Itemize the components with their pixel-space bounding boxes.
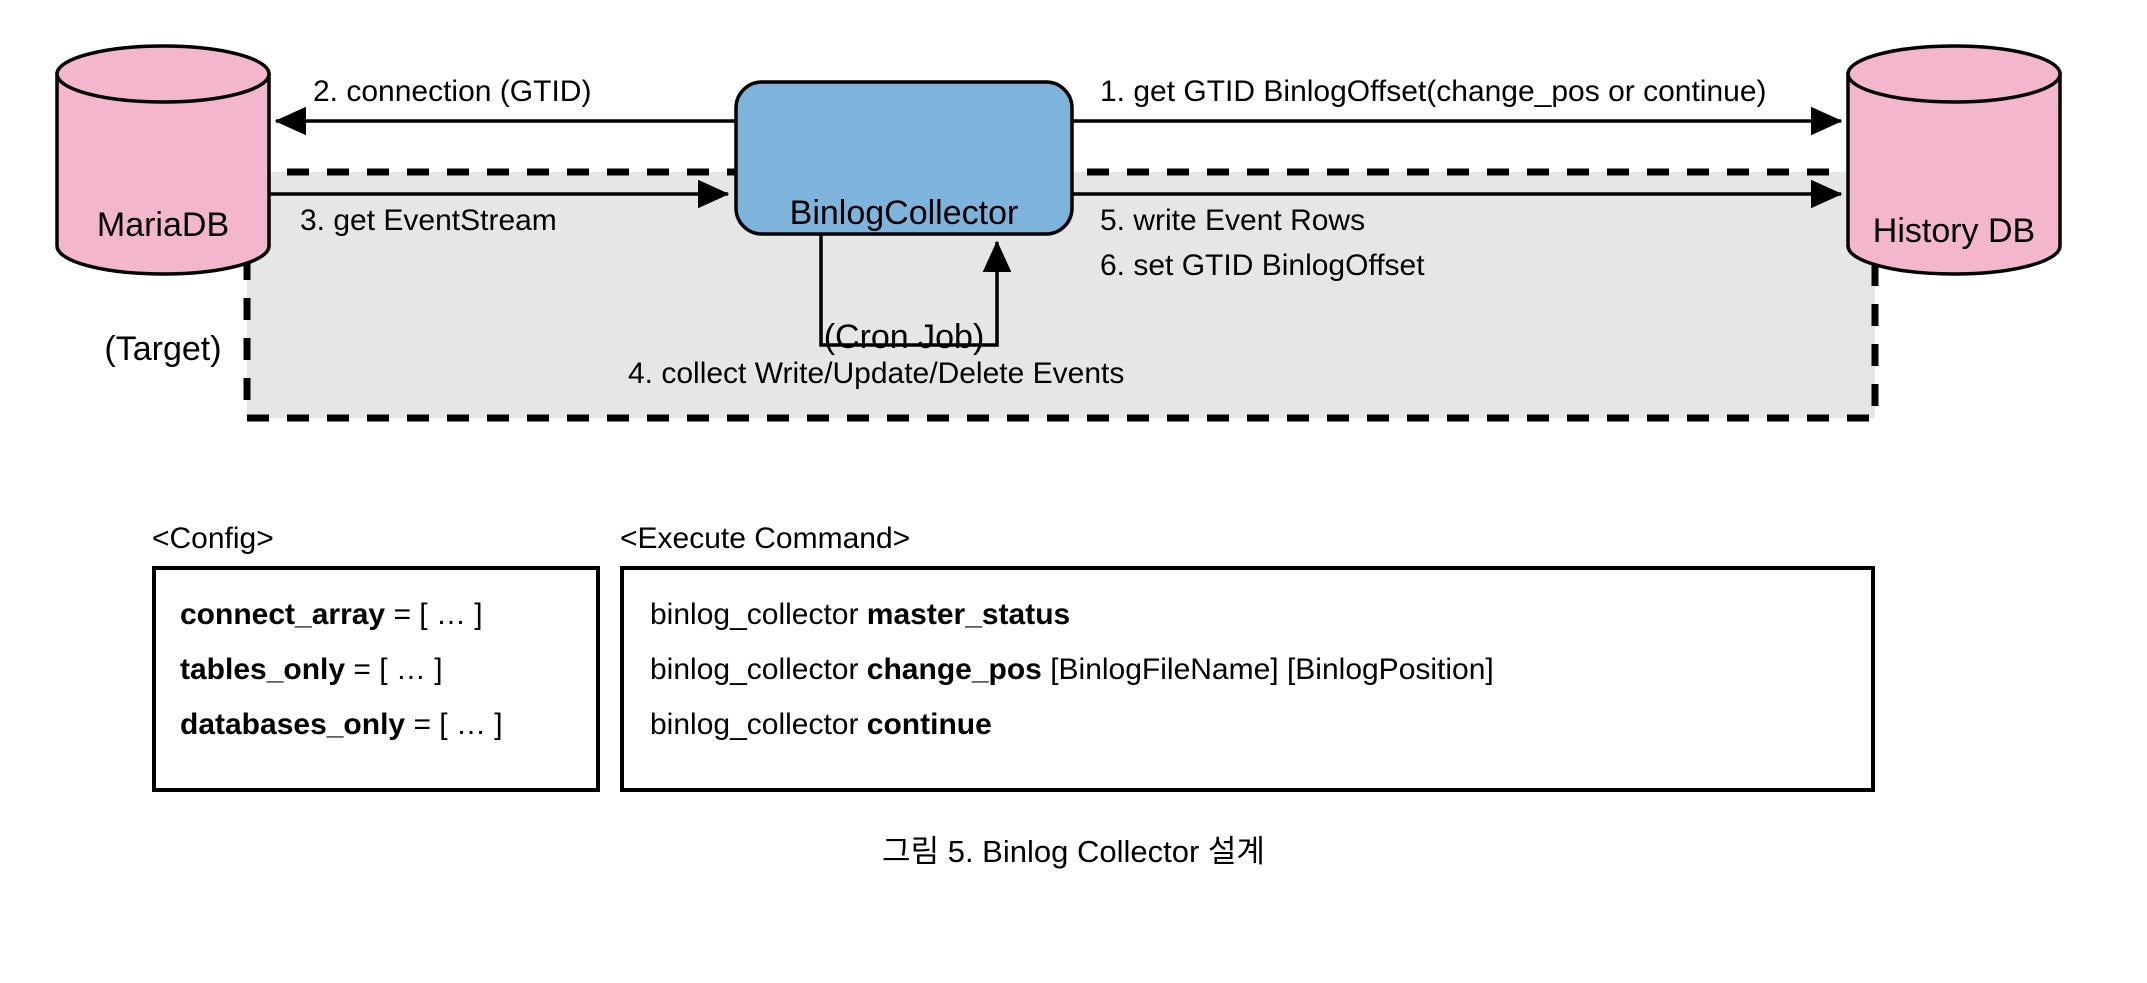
command-subcommand: change_pos (866, 653, 1042, 686)
step-6-label: 6. set GTID BinlogOffset (1100, 249, 1425, 282)
historydb-label-line1: History DB (1872, 211, 2036, 250)
config-row-value: = [ … ] (385, 598, 483, 631)
step-2-label: 2. connection (GTID) (313, 75, 592, 108)
command-subcommand: master_status (866, 598, 1071, 631)
command-args: [BinlogFileName] [BinlogPosition] (1041, 653, 1494, 686)
config-row: databases_only = [ … ] (180, 708, 503, 742)
config-row-key: tables_only (180, 653, 346, 686)
step-1-label: 1. get GTID BinlogOffset(change_pos or c… (1100, 75, 1767, 108)
config-row-value: = [ … ] (345, 653, 443, 686)
config-row: connect_array = [ … ] (180, 598, 483, 632)
collector-label-line1: BinlogCollector (789, 193, 1019, 232)
config-row-key: connect_array (180, 598, 386, 631)
mariadb-label-line1: MariaDB (96, 205, 230, 244)
mariadb-label-line2: (Target) (104, 330, 222, 369)
step-4-label: 4. collect Write/Update/Delete Events (628, 357, 1125, 390)
command-name: binlog_collector (650, 598, 867, 631)
config-row-value: = [ … ] (405, 708, 503, 741)
command-row: binlog_collector change_pos [BinlogFileN… (650, 653, 1494, 687)
command-row: binlog_collector continue (650, 708, 992, 742)
step-5-label: 5. write Event Rows (1100, 204, 1366, 237)
execute-command-box: binlog_collector master_status binlog_co… (620, 566, 1875, 792)
binlog-collector-node-label: BinlogCollector (Cron Job) (736, 110, 1072, 442)
command-row: binlog_collector master_status (650, 598, 1070, 632)
figure-caption: 그림 5. Binlog Collector 설계 (882, 834, 1265, 869)
historydb-node-label: History DB (1848, 128, 2060, 335)
command-subcommand: continue (866, 708, 992, 741)
step-3-label: 3. get EventStream (300, 204, 557, 237)
collector-label-line2: (Cron Job) (823, 318, 985, 357)
mariadb-node-label: MariaDB (Target) (57, 122, 269, 454)
config-row: tables_only = [ … ] (180, 653, 443, 687)
config-section-title: <Config> (152, 522, 274, 555)
command-name: binlog_collector (650, 653, 867, 686)
execute-section-title: <Execute Command> (620, 522, 911, 555)
command-name: binlog_collector (650, 708, 867, 741)
config-box: connect_array = [ … ] tables_only = [ … … (152, 566, 600, 792)
config-row-key: databases_only (180, 708, 406, 741)
